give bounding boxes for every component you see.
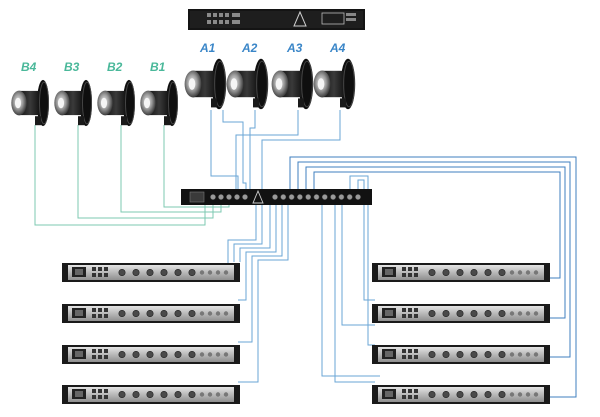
cable (305, 166, 566, 319)
speaker-icon (226, 58, 269, 110)
jack-icon (338, 194, 345, 200)
jack-icon (346, 194, 353, 200)
cable (238, 205, 289, 383)
cable (163, 125, 230, 208)
jack-icon (210, 194, 216, 200)
speaker-label-a2: A2 (241, 41, 258, 55)
speaker-label-a4: A4 (329, 41, 346, 55)
jack-icon (288, 194, 295, 200)
jack-icon (234, 194, 240, 200)
jack-icon (272, 194, 278, 200)
speaker-label-b3: B3 (64, 60, 80, 74)
jack-icon (355, 194, 361, 200)
cable (239, 205, 271, 262)
amplifier-icon (372, 345, 550, 364)
cable (297, 161, 571, 358)
speaker-icon (313, 58, 356, 110)
jack-icon (218, 194, 224, 200)
speaker-labels: B4 B3 B2 B1 A1 A2 A3 A4 (21, 41, 346, 74)
speaker-icon (184, 58, 227, 110)
amplifier-icon (62, 345, 240, 364)
cable (249, 110, 256, 189)
speaker-icon (140, 79, 178, 127)
cable (261, 110, 341, 189)
speaker-icon (11, 79, 49, 127)
amplifier-icon (62, 263, 240, 282)
amplifier-icon (372, 263, 550, 282)
speaker-label-b2: B2 (107, 60, 123, 74)
cable (222, 110, 247, 189)
speaker-row (11, 58, 356, 127)
amplifier-icon (372, 385, 550, 404)
top-rack-unit (188, 9, 365, 30)
amplifier-icon (62, 304, 240, 323)
jack-icon (313, 194, 320, 200)
brand-logo-icon (293, 10, 307, 27)
speaker-label-a1: A1 (199, 41, 216, 55)
speaker-icon (271, 58, 314, 110)
cable (238, 205, 277, 301)
patch-panel-icon (181, 189, 372, 205)
speaker-icon (97, 79, 135, 127)
cable (227, 205, 257, 282)
cable (313, 171, 561, 279)
jack-icon (305, 194, 312, 200)
jack-icon (280, 194, 287, 200)
cable (334, 205, 375, 383)
cable-layer (34, 110, 577, 398)
cable (210, 110, 239, 189)
amplifier-stack (62, 263, 550, 404)
amplifier-icon (372, 304, 550, 323)
cable (120, 125, 222, 213)
speaker-label-a3: A3 (286, 41, 303, 55)
cable (321, 205, 380, 377)
speaker-label-b1: B1 (150, 60, 166, 74)
cable (235, 110, 299, 189)
jack-icon (242, 194, 248, 200)
amplifier-icon (62, 385, 240, 404)
jack-icon (330, 194, 336, 200)
jack-icon (321, 194, 328, 200)
cable (357, 179, 375, 301)
cable (341, 205, 375, 326)
cable (349, 175, 375, 346)
jack-icon (226, 194, 232, 200)
cable (233, 205, 263, 262)
speaker-label-b4: B4 (21, 60, 37, 74)
cable (289, 156, 577, 398)
speaker-icon (54, 79, 92, 127)
cable (34, 125, 206, 226)
jack-icon (297, 194, 303, 200)
cable (238, 205, 283, 343)
